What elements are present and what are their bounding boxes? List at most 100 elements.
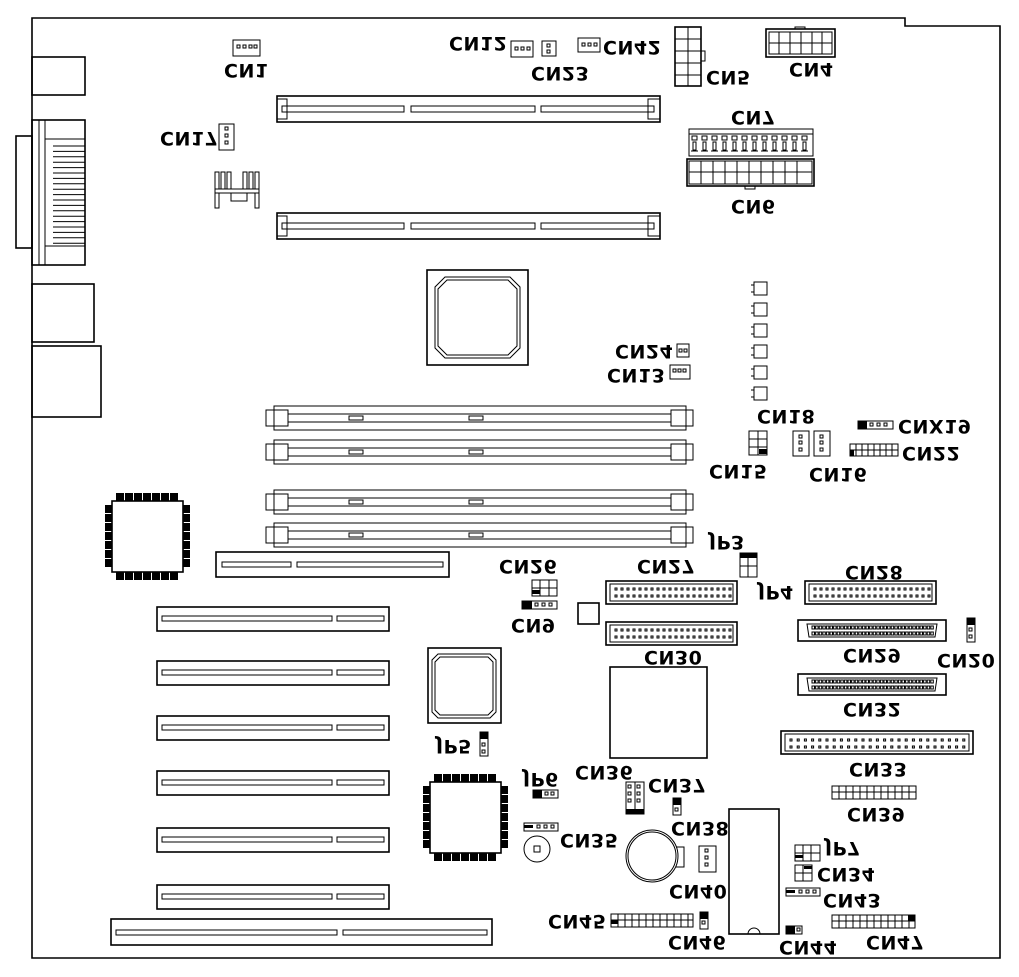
cn7-connector [688, 128, 814, 157]
cn35-jumper [523, 822, 559, 832]
label-cn36: CN36 [575, 761, 634, 783]
cn27-ide-connector [605, 580, 738, 605]
label-cn46: CN46 [668, 931, 727, 953]
label-cn12: CN12 [449, 32, 508, 54]
cn32-scsi-connector [797, 673, 947, 696]
cnx19-connector [857, 420, 894, 430]
pci-slot-6 [156, 884, 390, 910]
label-cn33: CN33 [849, 758, 908, 780]
label-cn37: CN37 [648, 774, 707, 796]
label-jp6: JP6 [523, 768, 559, 790]
cn9-jumper [521, 600, 558, 610]
jp7-jumper [794, 844, 821, 862]
cn6-atx-power-connector [686, 158, 815, 190]
rear-io-port-2 [31, 283, 95, 343]
cn23-connector [541, 40, 557, 57]
dimm-slot-3 [265, 489, 694, 515]
cn46-jumper [699, 911, 709, 930]
jp6-jumper [532, 789, 559, 799]
cn5-power-connector [674, 26, 706, 87]
label-cn18: CN18 [757, 405, 816, 427]
cn30-ide-connector [605, 621, 738, 646]
dimm-slot-2 [265, 439, 694, 465]
jp5-jumper [479, 731, 489, 757]
dimm-slot-4 [265, 522, 694, 548]
label-cnx19: CNX19 [898, 415, 972, 437]
cn47-connector [831, 914, 916, 929]
label-cn40: CN40 [669, 880, 728, 902]
scsi-controller-chip [609, 666, 708, 759]
label-cn24: CN24 [615, 340, 674, 362]
label-cn17: CN17 [160, 127, 219, 149]
cn38-jumper [672, 797, 682, 816]
label-jp5: JP5 [436, 735, 472, 757]
label-cn22: CN22 [902, 442, 961, 464]
isa-slot [110, 918, 493, 946]
label-jp3: JP3 [709, 531, 745, 553]
label-cn20: CN20 [937, 649, 996, 671]
cn16-connector [792, 430, 831, 457]
north-bridge-chip [426, 269, 529, 366]
label-cn26: CN26 [499, 555, 558, 577]
label-cn16: CN16 [809, 463, 868, 485]
label-cn28: CN28 [845, 561, 904, 583]
dimm-slots [265, 405, 694, 548]
cn4-power-connector [765, 26, 836, 58]
cn17-connector [218, 123, 235, 151]
label-cn9: CN9 [511, 614, 556, 636]
label-cn15: CN15 [709, 460, 768, 482]
pci-slot-1 [156, 606, 390, 632]
pci-slots [156, 606, 390, 910]
cn1-connector [232, 39, 261, 57]
label-cn30: CN30 [644, 646, 703, 668]
buzzer [523, 835, 551, 863]
cn37-jumper [625, 781, 645, 815]
cmos-battery [625, 829, 685, 883]
label-cn1: CN1 [224, 59, 269, 81]
label-cn34: CN34 [817, 863, 876, 885]
label-cn27: CN27 [637, 555, 696, 577]
cn15-connector [748, 430, 768, 456]
label-cn29: CN29 [843, 644, 902, 666]
rear-io-port-3 [31, 345, 102, 418]
cpu-slot-1 [276, 95, 661, 123]
bios-plcc-chip [423, 774, 508, 861]
agp-slot [215, 551, 450, 578]
board-outline [31, 17, 1001, 959]
south-bridge-chip [427, 647, 502, 724]
cn12-connector [510, 40, 534, 58]
label-cn32: CN32 [843, 698, 902, 720]
label-cn13: CN13 [607, 364, 666, 386]
cn24-connector [676, 343, 690, 358]
voltage-regulator-heatsink [214, 171, 260, 209]
pci-slot-2 [156, 660, 390, 686]
label-cn42: CN42 [603, 36, 662, 58]
cn29-scsi-connector [797, 619, 947, 642]
super-io-chip [105, 493, 190, 580]
label-cn7: CN7 [731, 106, 776, 128]
rear-io-port-1 [31, 56, 86, 96]
label-cn23: CN23 [531, 62, 590, 84]
label-cn35: CN35 [560, 829, 619, 851]
cn44-jumper [785, 925, 803, 935]
cn42-connector [577, 37, 601, 53]
cn33-connector [780, 730, 974, 755]
small-chip [577, 602, 600, 625]
pci-slot-5 [156, 827, 390, 853]
cn45-connector [610, 913, 694, 928]
jp3-jp4-jumper [739, 552, 758, 578]
label-cn38: CN38 [671, 817, 730, 839]
cpu-slot-2 [276, 212, 661, 240]
label-cn39: CN39 [847, 803, 906, 825]
cn22-connector [849, 443, 899, 457]
cn13-connector [669, 364, 691, 380]
cn20-jumper [966, 617, 976, 643]
cn43-jumper [785, 887, 821, 897]
cn28-floppy-connector [804, 580, 937, 605]
cn34-jumper [794, 864, 813, 882]
pci-slot-3 [156, 715, 390, 741]
cn39-connector [831, 785, 917, 800]
label-cn5: CN5 [706, 66, 751, 88]
parallel-port [15, 119, 86, 266]
